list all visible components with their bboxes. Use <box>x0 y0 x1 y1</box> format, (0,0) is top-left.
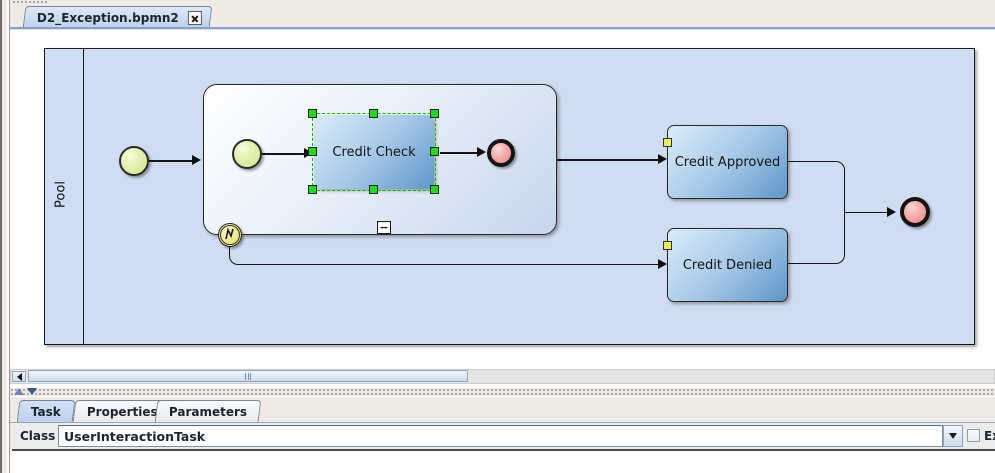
task-label: Credit Check <box>332 144 416 160</box>
triangle-left-icon <box>16 372 22 381</box>
tab-task[interactable]: Task <box>16 400 76 422</box>
tab-label: Properties <box>86 404 158 419</box>
arrowhead-icon <box>658 259 667 269</box>
sequence-flow[interactable] <box>845 211 888 214</box>
selection-handle-w[interactable] <box>308 147 317 156</box>
document-tabbar: D2_Exception.bpmn2 <box>10 5 995 28</box>
task-label: Credit Approved <box>674 154 781 170</box>
tab-label: Task <box>30 404 61 419</box>
splitter-collapse-down-icon[interactable] <box>27 388 37 395</box>
document-tab-title: D2_Exception.bpmn2 <box>36 10 179 25</box>
task-label: Credit Denied <box>682 257 773 273</box>
task-credit-denied[interactable]: Credit Denied <box>667 228 788 302</box>
collapse-minus-icon: − <box>379 221 389 234</box>
tab-label: Parameters <box>168 404 248 419</box>
subprocess-end-event[interactable] <box>487 139 515 167</box>
sequence-flow[interactable] <box>557 159 659 161</box>
sequence-flow[interactable] <box>149 160 193 162</box>
selection-handle-s[interactable] <box>369 185 378 194</box>
start-event[interactable] <box>119 146 149 176</box>
pool-label: Pool <box>53 181 69 208</box>
ex-checkbox-label: Ex <box>984 429 995 443</box>
selection-handle-n[interactable] <box>369 109 378 118</box>
ex-checkbox[interactable] <box>967 429 980 442</box>
panel-separator <box>12 449 995 451</box>
pool-label-band[interactable]: Pool <box>45 49 84 344</box>
chevron-down-icon <box>949 433 957 439</box>
sequence-flow[interactable] <box>262 153 305 155</box>
class-field-label: Class <box>20 429 56 443</box>
class-dropdown-button[interactable] <box>943 425 963 447</box>
arrowhead-icon <box>658 154 667 164</box>
arrowhead-icon <box>192 155 201 165</box>
sequence-flow[interactable] <box>268 263 659 266</box>
end-event[interactable] <box>900 197 930 227</box>
arrowhead-icon <box>887 207 896 217</box>
split-pane-divider[interactable] <box>10 386 995 397</box>
diagram-canvas[interactable]: Pool − Credit Check <box>10 27 995 369</box>
boundary-event-ring <box>220 225 240 245</box>
sequence-flow[interactable] <box>788 212 845 264</box>
scrollbar-thumb[interactable] <box>28 370 468 382</box>
selection-handle-e[interactable] <box>430 147 439 156</box>
scroll-left-button[interactable] <box>12 371 26 382</box>
task-type-marker-icon <box>663 138 672 147</box>
selection-handle-nw[interactable] <box>308 109 317 118</box>
task-credit-check[interactable]: Credit Check <box>314 115 434 189</box>
subprocess-collapse-button[interactable]: − <box>377 221 391 234</box>
splitter-collapse-up-icon[interactable] <box>14 388 24 395</box>
task-type-marker-icon <box>663 241 672 250</box>
class-input[interactable]: UserInteractionTask <box>58 425 943 447</box>
horizontal-scrollbar[interactable] <box>10 369 995 384</box>
sequence-flow[interactable] <box>788 161 845 212</box>
subprocess-start-event[interactable] <box>232 139 262 169</box>
arrowhead-icon <box>477 147 486 157</box>
splitter-grip-texture[interactable] <box>10 388 995 396</box>
boundary-error-event[interactable] <box>218 223 242 247</box>
top-splitter-strip <box>10 0 995 5</box>
splitter-grip-texture[interactable] <box>12 0 48 4</box>
window-left-frame <box>0 0 10 473</box>
tab-parameters[interactable]: Parameters <box>154 400 262 422</box>
task-properties-form: Class UserInteractionTask Ex <box>10 422 995 449</box>
selection-handle-ne[interactable] <box>430 109 439 118</box>
selection-handle-sw[interactable] <box>308 185 317 194</box>
selection-outline <box>312 113 436 191</box>
scrollbar-grip-icon <box>245 373 251 380</box>
error-zigzag-icon <box>225 227 234 240</box>
task-credit-approved[interactable]: Credit Approved <box>667 125 788 199</box>
selection-handle-se[interactable] <box>430 185 439 194</box>
sequence-flow[interactable] <box>440 152 478 154</box>
close-icon[interactable] <box>187 10 202 25</box>
properties-tabbar: Task Properties Parameters <box>10 397 995 422</box>
panel-empty-area <box>12 451 995 473</box>
sequence-flow[interactable] <box>229 247 269 265</box>
tab-d2-exception[interactable]: D2_Exception.bpmn2 <box>22 6 213 28</box>
